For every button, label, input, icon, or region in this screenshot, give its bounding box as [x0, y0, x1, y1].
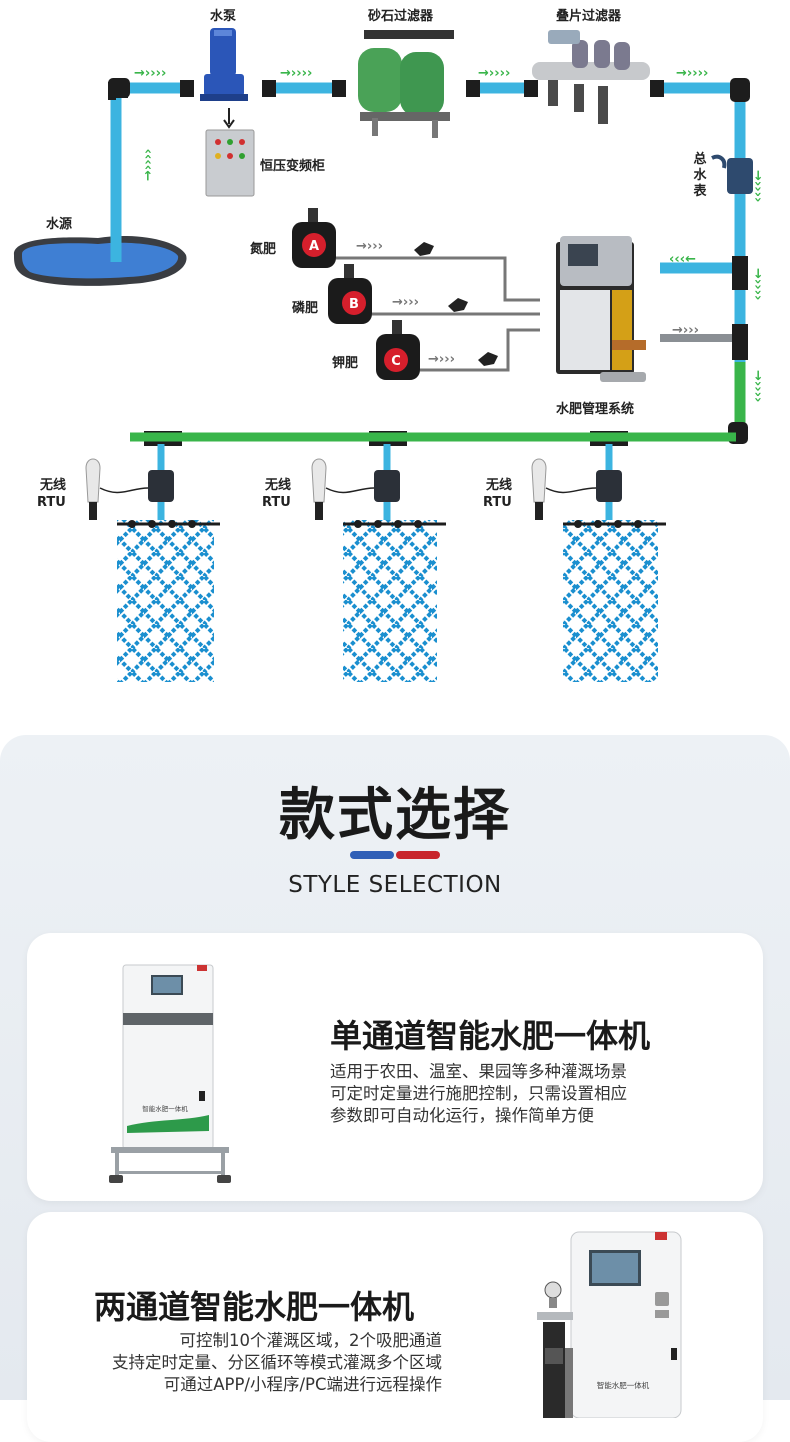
svg-text:→››››: →››››	[676, 66, 708, 81]
dual-channel-machine-image: 智能水肥一体机	[537, 1231, 682, 1418]
svg-text:→›››: →›››	[428, 352, 455, 367]
water-pump	[200, 28, 248, 129]
product-card-single[interactable]: 智能水肥一体机 单通道智能水肥一体机 适用于农田、温室、果园等多种灌溉场景 可定…	[27, 933, 763, 1201]
product-1-desc-line: 可定时定量进行施肥控制，只需设置相应	[330, 1084, 627, 1103]
fertilizer-tank-b	[328, 264, 372, 324]
zone-1	[85, 444, 220, 682]
product-2-desc-line: 可控制10个灌溉区域，2个吸肥通道	[179, 1331, 443, 1350]
svg-text:→›››: →›››	[672, 323, 699, 338]
svg-text:→››››: →››››	[141, 149, 156, 181]
phosphorus-label: 磷肥	[292, 301, 319, 316]
rtu-3-line2: RTU	[483, 495, 512, 510]
section-subtitle: STYLE SELECTION	[288, 872, 502, 898]
svg-text:→››››: →››››	[750, 170, 765, 202]
svg-text:→››››: →››››	[134, 66, 166, 81]
irrigation-zones	[85, 444, 666, 682]
system-label: 水肥管理系统	[556, 402, 635, 417]
product-2-desc-line: 可通过APP/小程序/PC端进行远程操作	[163, 1375, 442, 1394]
blue-pipe-network	[110, 82, 746, 362]
divider-red	[396, 851, 440, 859]
sand-filter	[358, 30, 454, 138]
product-1-title: 单通道智能水肥一体机	[330, 1017, 651, 1055]
cabinet-plate-1: 智能水肥一体机	[142, 1104, 188, 1113]
sand-filter-label: 砂石过滤器	[368, 9, 434, 24]
product-1-desc-line: 适用于农田、温室、果园等多种灌溉场景	[330, 1062, 627, 1081]
irrigation-diagram: →›››› →›››› →›››› →›››› ‹‹‹← →›››› →››››…	[0, 0, 790, 720]
zone-3	[531, 444, 666, 682]
pipe-fittings	[108, 78, 753, 446]
meter-handle	[711, 154, 727, 169]
single-channel-machine-image: 智能水肥一体机	[109, 964, 231, 1183]
product-2-desc-line: 支持定时定量、分区循环等模式灌溉多个区域	[112, 1353, 442, 1372]
rtu-3-line1: 无线	[486, 478, 513, 493]
divider-blue	[350, 851, 394, 859]
section-title: 款式选择	[279, 783, 511, 848]
rtu-1-line1: 无线	[40, 478, 67, 493]
svg-text:→››››: →››››	[280, 66, 312, 81]
product-2-desc: 可控制10个灌溉区域，2个吸肥通道 支持定时定量、分区循环等模式灌溉多个区域 可…	[112, 1330, 442, 1396]
rtu-2-line1: 无线	[265, 478, 292, 493]
zone-2	[311, 444, 446, 682]
pump-label: 水泵	[210, 9, 237, 24]
fertilizer-tank-c	[376, 320, 420, 380]
flow-arrows: →›››› →›››› →›››› →›››› ‹‹‹← →›››› →››››…	[134, 66, 765, 402]
svg-text:‹‹‹←: ‹‹‹←	[669, 252, 696, 267]
disc-filter	[532, 30, 650, 124]
diagram-canvas: →›››› →›››› →›››› →›››› ‹‹‹← →›››› →››››…	[13, 28, 765, 682]
water-source-pond	[13, 235, 187, 286]
rtu-2-line2: RTU	[262, 495, 291, 510]
fertilizer-arrows: →››› →››› →››› →›››	[356, 239, 699, 367]
control-cabinet	[205, 129, 255, 197]
product-2-title: 两通道智能水肥一体机	[94, 1288, 415, 1326]
tank-a-letter: A	[309, 239, 319, 254]
cabinet-plate-2: 智能水肥一体机	[597, 1380, 650, 1390]
potassium-label: 钾肥	[332, 356, 359, 371]
nitrogen-label: 氮肥	[250, 242, 277, 257]
fertilizer-lines	[336, 256, 540, 372]
control-cabinet-label: 恒压变频柜	[260, 159, 326, 174]
tank-c-letter: C	[391, 354, 401, 369]
svg-text:→››››: →››››	[478, 66, 510, 81]
disc-filter-label: 叠片过滤器	[556, 9, 622, 24]
fertigation-machine	[556, 236, 646, 382]
total-meter-label: 总水表	[693, 152, 707, 199]
tank-b-letter: B	[349, 297, 359, 312]
fertilizer-valves	[414, 242, 498, 366]
rtu-1-line2: RTU	[37, 495, 66, 510]
water-source-label: 水源	[46, 217, 73, 232]
fertilizer-tank-a	[292, 208, 336, 268]
svg-text:→››››: →››››	[750, 268, 765, 300]
svg-text:→›››: →›››	[356, 239, 383, 254]
product-1-desc-line: 参数即可自动化运行，操作简单方便	[330, 1106, 594, 1125]
product-1-desc: 适用于农田、温室、果园等多种灌溉场景 可定时定量进行施肥控制，只需设置相应 参数…	[330, 1061, 627, 1127]
product-card-dual[interactable]: 智能水肥一体机 两通道智能水肥一体机 可控制10个灌溉区域，2个吸肥通道 支持定…	[27, 1212, 763, 1442]
svg-text:→›››: →›››	[392, 295, 419, 310]
svg-text:→››››: →››››	[750, 370, 765, 402]
